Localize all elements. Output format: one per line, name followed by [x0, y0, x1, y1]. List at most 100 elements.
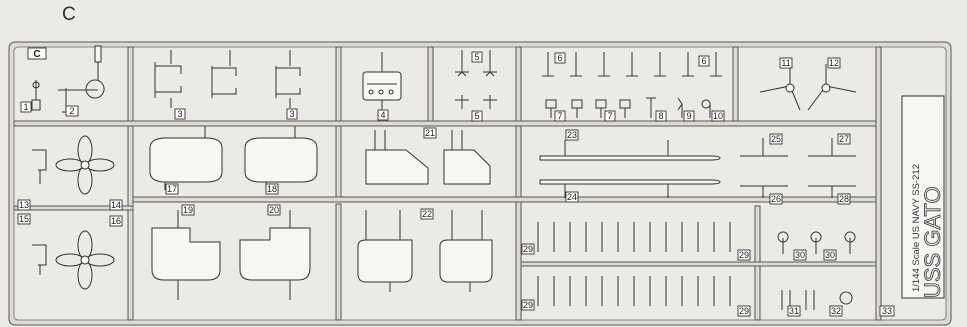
part-number-27: 27 [837, 133, 851, 145]
part-number-24: 24 [565, 191, 579, 203]
part-3-brackets [154, 50, 301, 108]
parts-11-12 [759, 64, 857, 111]
svg-text:31: 31 [789, 306, 799, 316]
part-number-29a: 29 [521, 243, 535, 255]
part-number-29c: 29 [521, 299, 535, 311]
svg-text:29: 29 [739, 306, 749, 316]
svg-text:26: 26 [771, 194, 781, 204]
parts-7-10 [545, 97, 711, 118]
svg-text:9: 9 [686, 111, 691, 121]
svg-text:11: 11 [781, 58, 790, 68]
part-number-29d: 29 [737, 305, 751, 317]
shafts-23-24 [539, 140, 721, 198]
svg-text:23: 23 [567, 130, 577, 140]
svg-text:5: 5 [474, 111, 479, 121]
svg-text:4: 4 [380, 110, 385, 120]
part-number-4: 4 [377, 109, 389, 121]
part-number-6b: 6 [698, 55, 710, 67]
part-number-18: 18 [265, 183, 279, 195]
parts-22 [357, 210, 493, 292]
part-4 [362, 52, 402, 110]
part-number-6a: 6 [554, 52, 566, 64]
parts-30-32 [777, 231, 856, 310]
tanks-17-18 [149, 126, 318, 190]
part-number-30b: 30 [823, 249, 837, 261]
part-number-29b: 29 [737, 249, 751, 261]
svg-text:7: 7 [607, 111, 612, 121]
fins-19-20 [151, 210, 311, 300]
sprue-tag-c: C [27, 47, 47, 60]
part-number-7b: 7 [604, 110, 616, 122]
part-number-3b: 3 [286, 108, 298, 120]
svg-text:C: C [33, 49, 40, 60]
part-number-8: 8 [655, 110, 667, 122]
svg-text:30: 30 [795, 250, 805, 260]
svg-text:17: 17 [167, 184, 177, 194]
part-number-14: 14 [109, 199, 123, 211]
svg-text:22: 22 [422, 209, 432, 219]
svg-text:16: 16 [111, 216, 121, 226]
part-number-7a: 7 [554, 110, 566, 122]
svg-text:24: 24 [567, 192, 577, 202]
svg-text:29: 29 [739, 250, 749, 260]
svg-text:10: 10 [713, 111, 723, 121]
part-number-3a: 3 [174, 108, 186, 120]
svg-text:29: 29 [523, 300, 533, 310]
svg-text:21: 21 [425, 128, 435, 138]
svg-text:25: 25 [771, 134, 781, 144]
svg-text:6: 6 [701, 56, 706, 66]
part-number-30a: 30 [793, 249, 807, 261]
svg-text:3: 3 [177, 109, 182, 119]
part-number-9: 9 [683, 110, 695, 122]
part-number-21: 21 [423, 127, 437, 139]
svg-text:27: 27 [839, 134, 849, 144]
scale-label: 1/144 Scale US NAVY SS-212 [911, 164, 922, 292]
svg-text:6: 6 [557, 53, 562, 63]
part-number-23: 23 [565, 129, 579, 141]
svg-text:8: 8 [658, 111, 663, 121]
svg-text:18: 18 [267, 184, 277, 194]
part-number-5b: 5 [471, 110, 483, 122]
svg-text:12: 12 [829, 58, 839, 68]
part-5-stands [455, 50, 497, 109]
part-number-20: 20 [267, 204, 281, 216]
svg-text:14: 14 [111, 200, 121, 210]
svg-text:1: 1 [23, 102, 28, 112]
part-number-16: 16 [109, 215, 123, 227]
sprue-runners [13, 120, 877, 267]
svg-text:28: 28 [839, 194, 849, 204]
part-number-26: 26 [769, 193, 783, 205]
part-number-17: 17 [165, 183, 179, 195]
part-number-19: 19 [181, 204, 195, 216]
part-number-28: 28 [837, 193, 851, 205]
svg-text:3: 3 [289, 109, 294, 119]
part-number-15: 15 [17, 213, 31, 225]
svg-text:20: 20 [269, 205, 279, 215]
part-number-12: 12 [827, 57, 841, 69]
part-number-2: 2 [65, 105, 79, 117]
svg-text:33: 33 [882, 306, 892, 316]
part-number-11: 11 [779, 57, 793, 69]
svg-text:19: 19 [183, 205, 193, 215]
part-number-13: 13 [17, 199, 31, 211]
part-number-25: 25 [769, 133, 783, 145]
parts-25-28 [740, 138, 856, 198]
part-number-1: 1 [20, 101, 32, 113]
svg-text:32: 32 [831, 306, 841, 316]
part-number-10: 10 [711, 110, 725, 122]
svg-text:29: 29 [523, 244, 533, 254]
svg-text:7: 7 [557, 111, 562, 121]
parts-21 [365, 130, 491, 185]
parts-29-pins [537, 222, 731, 306]
svg-text:13: 13 [19, 200, 29, 210]
part-number-5a: 5 [471, 51, 483, 63]
sprue-sheet-letter: C [62, 4, 76, 25]
part-6-row [542, 52, 722, 77]
part-number-22: 22 [420, 208, 434, 220]
part-number-33: 33 [879, 305, 895, 317]
svg-text:30: 30 [825, 250, 835, 260]
svg-text:15: 15 [19, 214, 29, 224]
propellers-13-16 [32, 135, 115, 290]
